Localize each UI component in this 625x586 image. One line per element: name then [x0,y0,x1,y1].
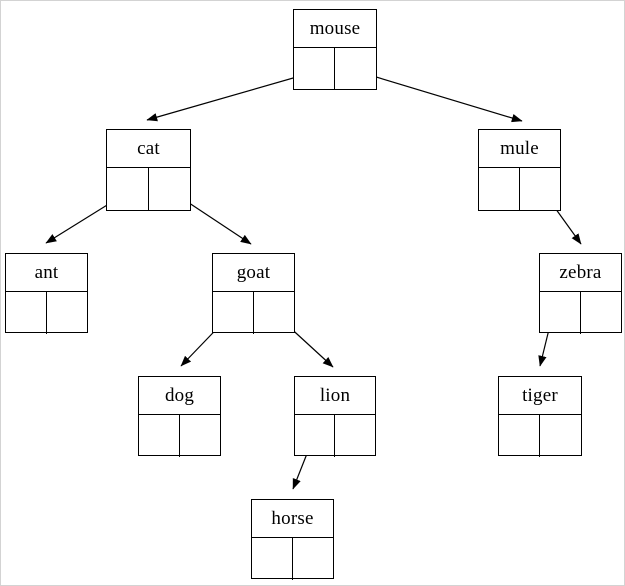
left-pointer-cell-horse[interactable] [252,538,293,580]
left-pointer-cell-cat[interactable] [107,168,149,210]
node-label-mule: mule [500,138,539,159]
node-pointers-goat [213,291,294,334]
left-pointer-cell-lion[interactable] [295,415,335,457]
node-label-cat: cat [137,138,160,159]
tree-node-dog[interactable]: dog [138,376,221,457]
right-pointer-cell-lion[interactable] [335,415,375,457]
node-label-mouse: mouse [309,18,361,39]
tree-node-horse[interactable]: horse [251,499,334,580]
left-pointer-cell-dog[interactable] [139,415,180,457]
left-pointer-cell-ant[interactable] [6,292,47,334]
node-label-zebra: zebra [559,262,602,283]
right-pointer-cell-ant[interactable] [47,292,88,334]
right-pointer-cell-goat[interactable] [254,292,295,334]
right-pointer-cell-zebra[interactable] [581,292,622,334]
node-pointers-tiger [499,414,581,457]
node-pointers-horse [252,537,333,580]
tree-node-lion[interactable]: lion [294,376,376,457]
node-pointers-ant [6,291,87,334]
tree-node-mouse[interactable]: mouse [293,9,377,90]
left-pointer-cell-zebra[interactable] [540,292,581,334]
node-label-tiger: tiger [522,385,558,406]
node-pointers-mule [479,167,560,210]
tree-node-ant[interactable]: ant [5,253,88,334]
node-label-ant: ant [34,262,59,283]
node-pointers-zebra [540,291,621,334]
tree-node-mule[interactable]: mule [478,129,561,211]
node-label-horse: horse [271,508,314,529]
left-pointer-cell-mule[interactable] [479,168,520,210]
node-label-goat: goat [236,262,271,283]
left-pointer-cell-goat[interactable] [213,292,254,334]
right-pointer-cell-cat[interactable] [149,168,191,210]
node-label-lion: lion [319,385,351,406]
tree-node-zebra[interactable]: zebra [539,253,622,334]
tree-node-tiger[interactable]: tiger [498,376,582,457]
left-pointer-cell-mouse[interactable] [294,48,335,90]
right-pointer-cell-mule[interactable] [520,168,561,210]
node-pointers-dog [139,414,220,457]
right-pointer-cell-horse[interactable] [293,538,334,580]
right-pointer-cell-tiger[interactable] [540,415,581,457]
tree-node-cat[interactable]: cat [106,129,191,211]
right-pointer-cell-mouse[interactable] [335,48,376,90]
node-pointers-lion [295,414,375,457]
node-pointers-cat [107,167,190,210]
right-pointer-cell-dog[interactable] [180,415,221,457]
tree-node-goat[interactable]: goat [212,253,295,334]
edge-mouse-right-to-mule [352,69,523,123]
left-pointer-cell-tiger[interactable] [499,415,540,457]
node-pointers-mouse [294,47,376,90]
node-label-dog: dog [164,385,195,406]
